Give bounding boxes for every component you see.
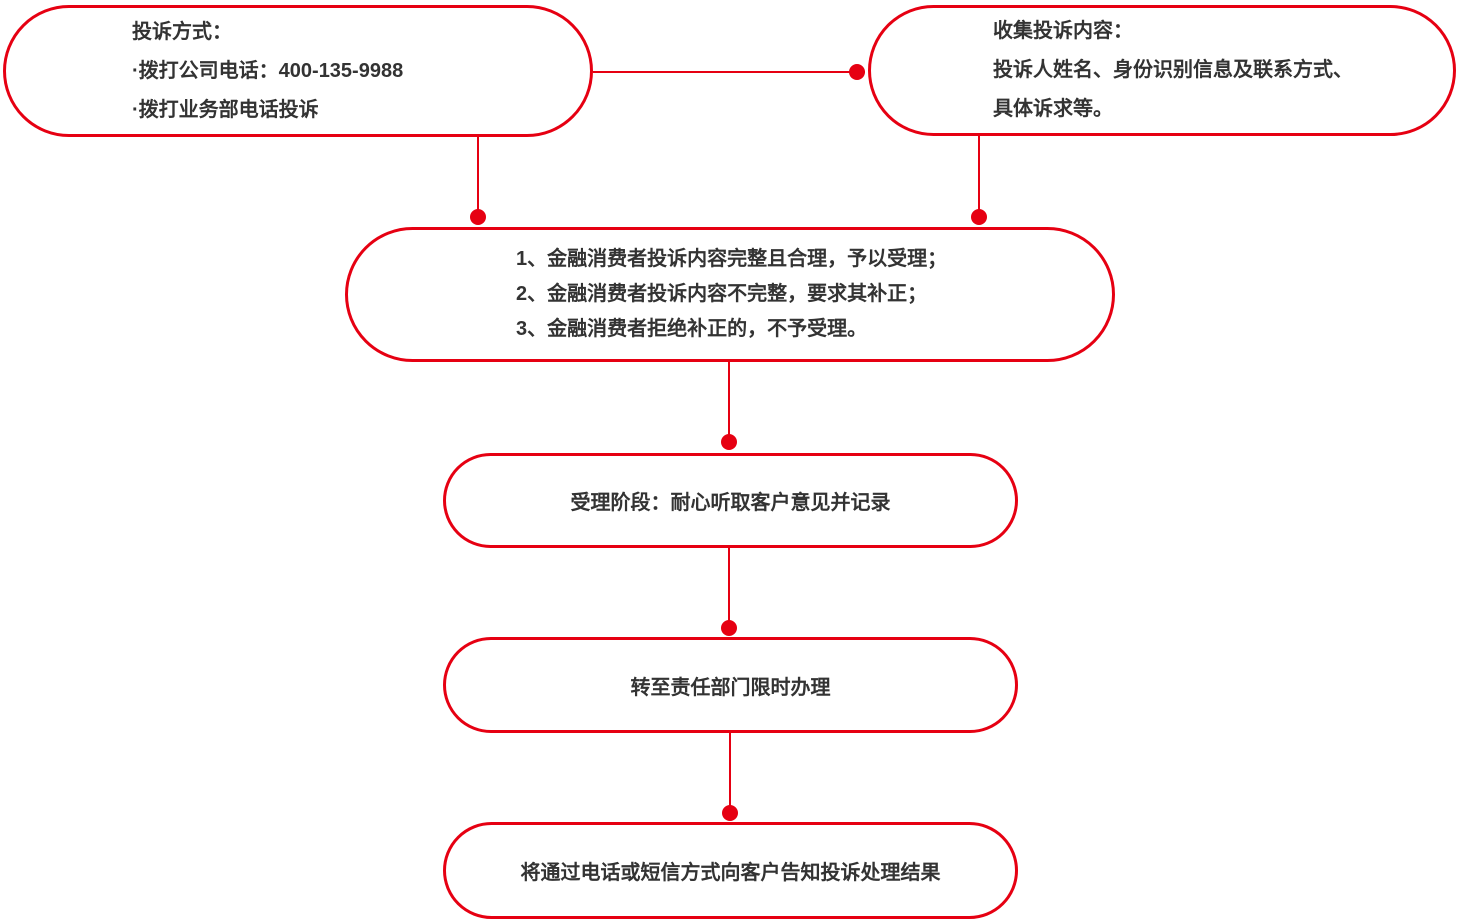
connector-dot-mid-2 bbox=[721, 620, 737, 636]
connector-dot-top-right bbox=[849, 64, 865, 80]
connector-line-mid-2 bbox=[728, 548, 730, 628]
node-complaint-methods: 投诉方式： ·拨打公司电话：400-135-9988 ·拨打业务部电话投诉 bbox=[3, 5, 593, 137]
connector-dot-mid-3 bbox=[722, 805, 738, 821]
node-text-line: 投诉方式： bbox=[132, 20, 232, 43]
node-text-line: 受理阶段：耐心听取客户意见并记录 bbox=[570, 492, 891, 514]
connector-line-mid-1 bbox=[728, 362, 730, 442]
node-text-line: ·拨打公司电话：400-135-9988 bbox=[132, 59, 404, 82]
connector-line-right bbox=[978, 136, 980, 217]
node-text-line: 3、金融消费者拒绝补正的，不予受理。 bbox=[516, 318, 868, 340]
node-text-line: 1、金融消费者投诉内容完整且合理，予以受理； bbox=[516, 248, 948, 270]
node-text-line: 收集投诉内容： bbox=[993, 20, 1133, 42]
node-text-line: 将通过电话或短信方式向客户告知投诉处理结果 bbox=[520, 862, 941, 884]
connector-line-top bbox=[593, 71, 865, 73]
node-text-line: 投诉人姓名、身份识别信息及联系方式、 bbox=[993, 59, 1353, 81]
node-text-line: 具体诉求等。 bbox=[993, 98, 1113, 120]
node-text-line: ·拨打业务部电话投诉 bbox=[132, 98, 319, 121]
connector-dot-mid-1 bbox=[721, 434, 737, 450]
node-collect-content: 收集投诉内容： 投诉人姓名、身份识别信息及联系方式、 具体诉求等。 bbox=[868, 5, 1456, 136]
connector-dot-right bbox=[971, 209, 987, 225]
node-text-line: 转至责任部门限时办理 bbox=[630, 676, 831, 699]
node-triage-rules: 1、金融消费者投诉内容完整且合理，予以受理； 2、金融消费者投诉内容不完整，要求… bbox=[345, 227, 1115, 362]
node-text-line: 2、金融消费者投诉内容不完整，要求其补正； bbox=[516, 283, 928, 305]
node-notify-result: 将通过电话或短信方式向客户告知投诉处理结果 bbox=[443, 822, 1018, 919]
connector-line-mid-3 bbox=[729, 733, 731, 812]
connector-line-left bbox=[477, 137, 479, 217]
node-transfer-department: 转至责任部门限时办理 bbox=[443, 637, 1018, 733]
connector-dot-left bbox=[470, 209, 486, 225]
node-acceptance-stage: 受理阶段：耐心听取客户意见并记录 bbox=[443, 453, 1018, 548]
